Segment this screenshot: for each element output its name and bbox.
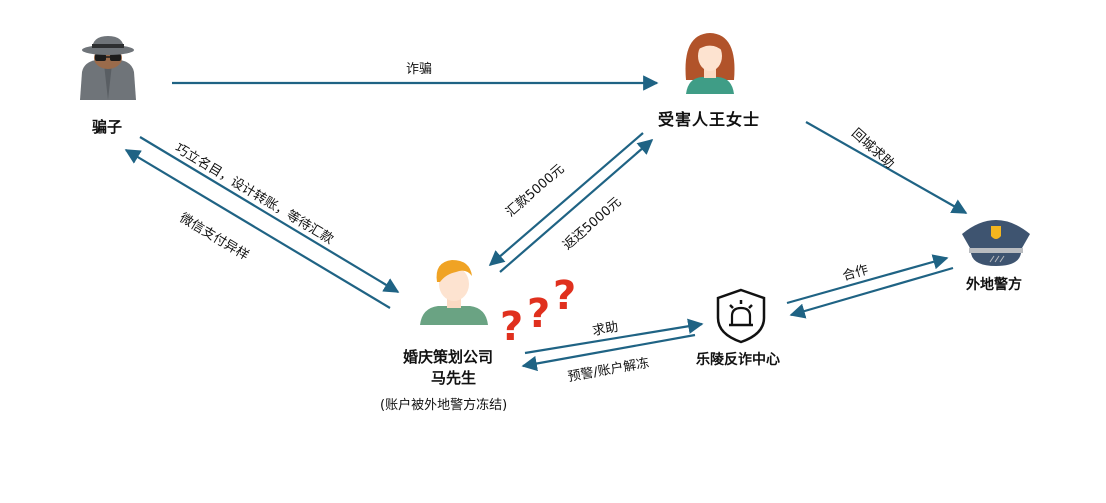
company-label-line1: 婚庆策划公司 [403,348,494,366]
arrow-company-to-scammer [124,149,391,309]
svg-text:?: ? [527,291,550,337]
alarm-shield-icon [716,288,766,344]
arrow-center-to-company [521,333,696,372]
man-avatar-icon [420,260,488,325]
arrow-scammer-to-company [139,136,400,293]
company-label-line2: 马先生 [431,369,477,387]
spy-icon [80,36,136,100]
edge-label-scam: 诈骗 [406,62,433,77]
svg-text:?: ? [500,304,523,350]
scammer-label: 骗子 [92,118,123,136]
arrow-police-to-center [789,266,954,319]
arrow-company-to-victim [499,138,654,273]
center-label: 乐陵反诈中心 [696,352,780,368]
arrow-company-to-center [524,318,704,355]
arrow-victim-to-police [805,121,968,214]
question-marks-icon: ? ? ? [500,273,576,350]
company-frozen-note: (账户被外地警方冻结) [380,398,508,413]
woman-avatar-icon [685,33,735,94]
arrow-victim-to-company [488,132,644,267]
police-label: 外地警方 [966,277,1022,293]
arrow-center-to-police [786,254,949,305]
svg-text:?: ? [553,273,576,319]
police-hat-icon [962,220,1030,266]
victim-label: 受害人王女士 [658,110,761,129]
